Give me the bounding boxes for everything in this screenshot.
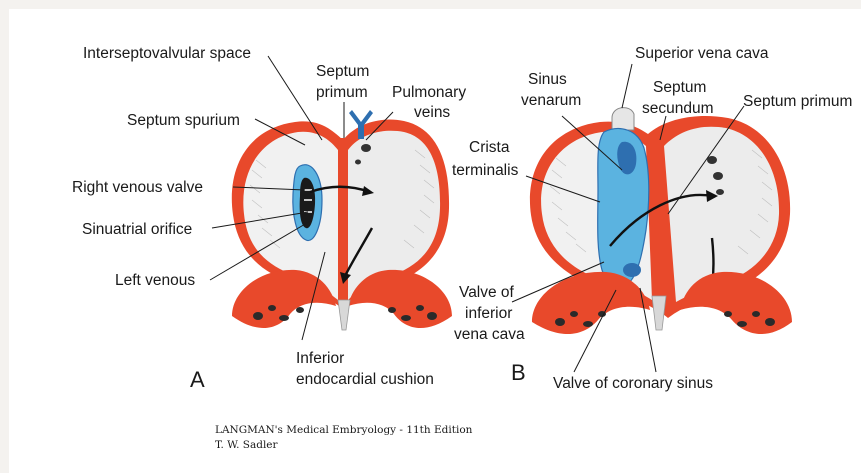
label-sinuatrial-orifice: Sinuatrial orifice <box>82 221 192 238</box>
pv-opening-b2 <box>713 172 723 180</box>
ivc-opening <box>623 263 641 277</box>
label-septum-secundum-line1: Septum <box>653 79 706 96</box>
septum-column-b <box>652 134 664 270</box>
label-pulmonary-veins-line2: veins <box>414 104 450 121</box>
citation-author: T. W. Sadler <box>215 438 472 453</box>
citation: LANGMAN's Medical Embryology - 11th Edit… <box>215 423 472 453</box>
label-valve-ivc-line2: inferior <box>465 305 512 322</box>
label-inferior-line1: Inferior <box>296 350 344 367</box>
panel-label-a: A <box>190 367 205 392</box>
label-left-venous: Left venous <box>115 272 195 289</box>
label-right-venous-valve: Right venous valve <box>72 179 203 196</box>
label-pulmonary-veins-line1: Pulmonary <box>392 84 466 101</box>
septum-primum-a <box>339 138 348 258</box>
label-interseptovalvular-space: Interseptovalvular space <box>83 45 251 62</box>
label-sinus-venarum-line2: venarum <box>521 92 581 109</box>
label-sinus-venarum-line1: Sinus <box>528 71 567 88</box>
septum-base-a <box>338 300 350 330</box>
label-septum-primum-a-line1: Septum <box>316 63 369 80</box>
pv-opening-b3 <box>716 189 724 195</box>
pv-opening-a2 <box>355 160 361 165</box>
label-septum-spurium: Septum spurium <box>127 112 240 129</box>
label-superior-vena-cava: Superior vena cava <box>635 45 769 62</box>
citation-title: LANGMAN's Medical Embryology - 11th Edit… <box>215 423 472 438</box>
label-septum-primum-b: Septum primum <box>743 93 852 110</box>
label-crista-terminalis-line2: terminalis <box>452 162 519 179</box>
heart-a-illustration <box>232 110 452 330</box>
panel-label-b: B <box>511 360 526 385</box>
label-valve-coronary-sinus: Valve of coronary sinus <box>553 375 713 392</box>
label-septum-secundum-line2: secundum <box>642 100 714 117</box>
label-septum-primum-a-line2: primum <box>316 84 368 101</box>
label-crista-terminalis-line1: Crista <box>469 139 510 156</box>
label-valve-ivc-line3: vena cava <box>454 326 525 343</box>
pv-opening-a1 <box>361 144 371 152</box>
label-valve-ivc-line1: Valve of <box>459 284 515 301</box>
label-inferior-line2: endocardial cushion <box>296 371 434 388</box>
superior-vena-cava-stub <box>612 108 634 130</box>
